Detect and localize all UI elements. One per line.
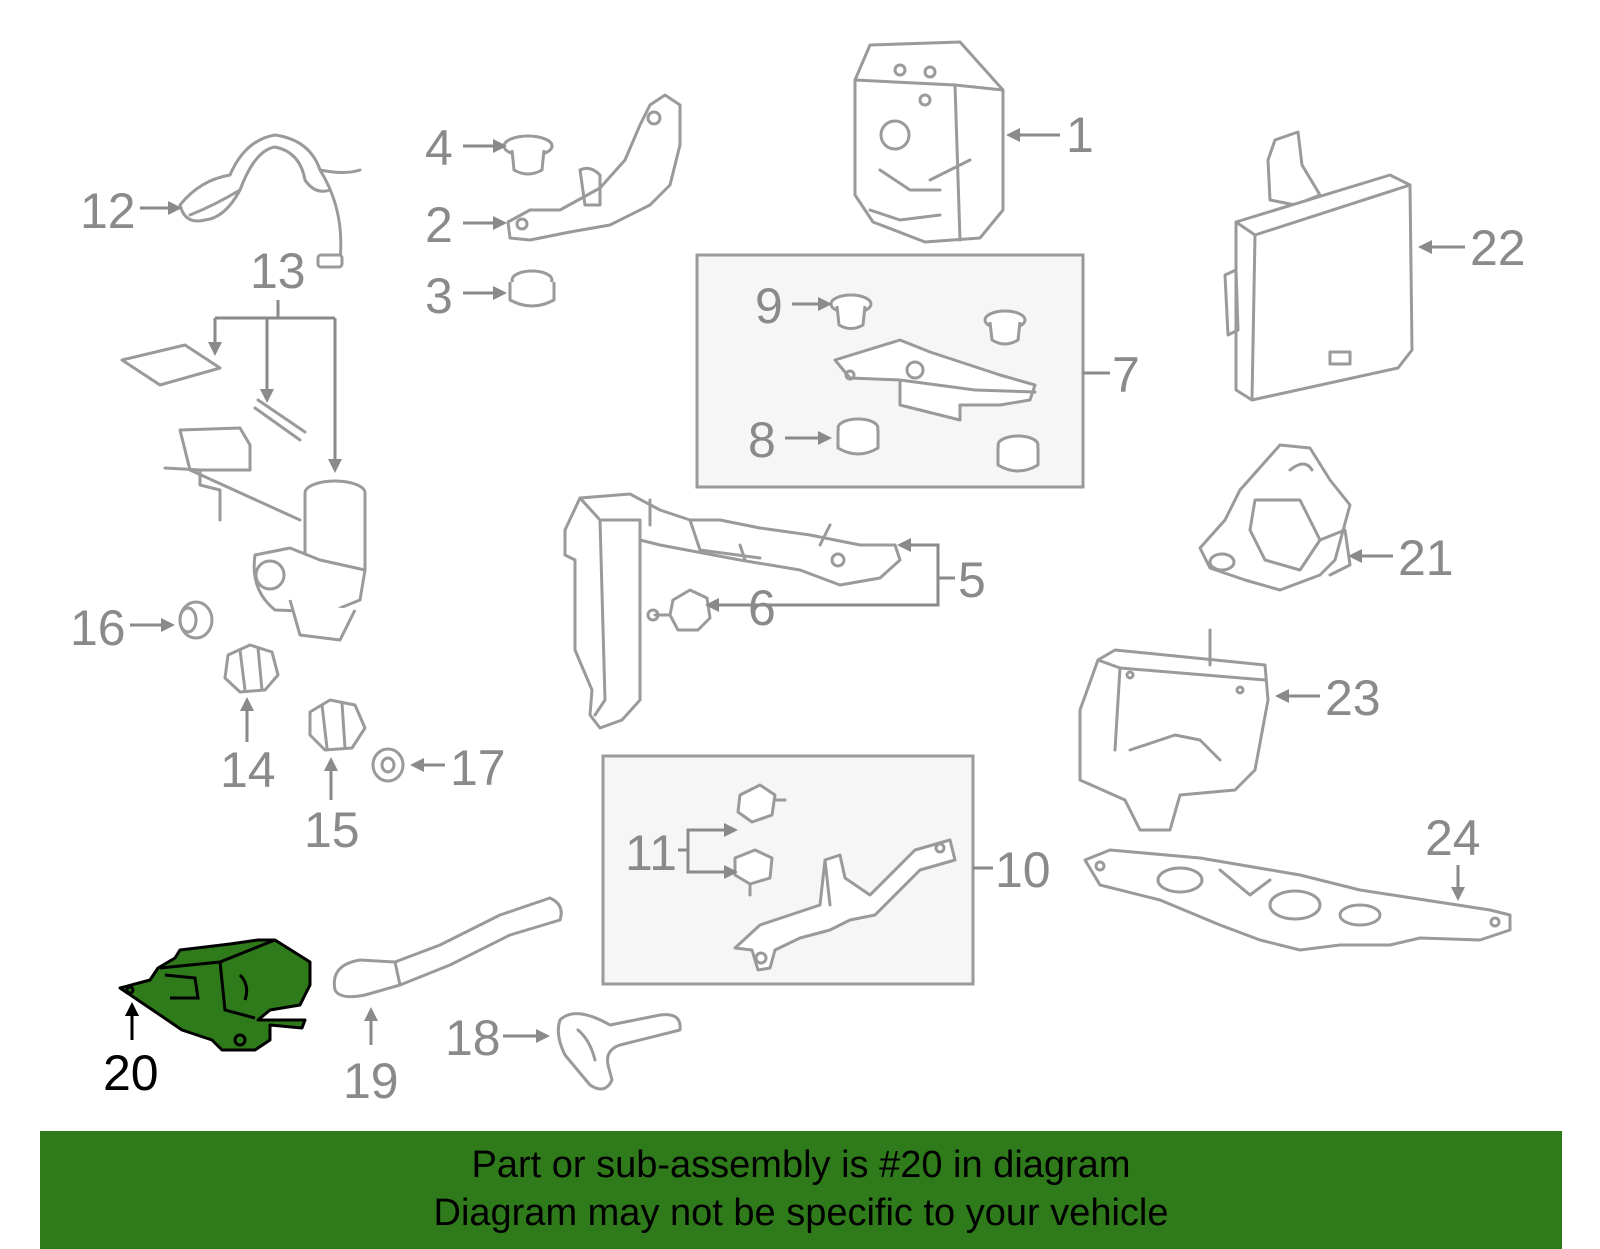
- arrow-11a: [724, 823, 738, 837]
- callout-20: 20: [103, 1045, 159, 1101]
- callout-21: 21: [1398, 530, 1454, 586]
- arrow-18: [536, 1029, 550, 1043]
- part-11-clips[interactable]: [733, 783, 787, 897]
- arrow-17: [410, 758, 424, 772]
- arrow-13a: [208, 342, 222, 356]
- arrow-12: [168, 201, 182, 215]
- arrow-11b: [724, 865, 738, 879]
- callout-2: 2: [425, 197, 453, 253]
- arrow-20: [125, 1002, 139, 1016]
- info-banner: Part or sub-assembly is #20 in diagram D…: [40, 1131, 1562, 1249]
- part-6-clip[interactable]: [646, 588, 712, 632]
- callout-5: 5: [958, 552, 986, 608]
- callout-8: 8: [748, 412, 776, 468]
- arrow-4: [493, 139, 507, 153]
- arrow-6: [705, 598, 719, 612]
- part-23-module[interactable]: [1078, 628, 1270, 832]
- banner-line-1: Part or sub-assembly is #20 in diagram: [471, 1144, 1131, 1186]
- arrow-16: [161, 618, 175, 632]
- callout-17: 17: [450, 740, 506, 796]
- callout-24: 24: [1425, 810, 1481, 866]
- callout-15: 15: [304, 802, 360, 858]
- part-18-hose[interactable]: [556, 1012, 682, 1091]
- arrow-14: [240, 697, 254, 711]
- arrow-21: [1348, 549, 1362, 563]
- arrow-13b: [260, 389, 274, 403]
- callout-18: 18: [445, 1010, 501, 1066]
- arrow-1: [1006, 128, 1020, 142]
- callout-7: 7: [1112, 347, 1140, 403]
- arrow-24: [1451, 887, 1465, 901]
- part-9-plug[interactable]: [829, 293, 873, 330]
- arrow-3: [493, 286, 507, 300]
- callout-12: 12: [80, 183, 136, 239]
- callout-10: 10: [995, 842, 1051, 898]
- arrow-23: [1275, 689, 1289, 703]
- part-20-highlighted[interactable]: [118, 938, 312, 1052]
- arrow-22: [1418, 240, 1432, 254]
- callout-3: 3: [425, 268, 453, 324]
- part-14-damper[interactable]: [223, 643, 280, 694]
- arrow-5: [897, 538, 911, 552]
- part-5-bracket[interactable]: [563, 492, 902, 730]
- part-10-bracket[interactable]: [733, 838, 957, 972]
- part-19-hose[interactable]: [332, 896, 563, 999]
- callout-13: 13: [250, 243, 306, 299]
- callout-14: 14: [220, 742, 276, 798]
- leader-13: [213, 300, 337, 465]
- arrow-2: [493, 216, 507, 230]
- part-1-abs-actuator[interactable]: [853, 40, 1005, 244]
- part-17-grommet[interactable]: [371, 747, 405, 783]
- arrow-9: [818, 297, 832, 311]
- part-16-grommet[interactable]: [178, 600, 214, 640]
- banner-line-2: Diagram may not be specific to your vehi…: [433, 1192, 1169, 1234]
- callout-19: 19: [343, 1053, 399, 1109]
- part-7-bracket-kit[interactable]: [833, 309, 1040, 473]
- part-3-grommet[interactable]: [508, 269, 556, 308]
- part-21-sensor[interactable]: [1198, 443, 1352, 592]
- callout-16: 16: [70, 600, 126, 656]
- callout-4: 4: [425, 120, 453, 176]
- part-8-grommet[interactable]: [836, 417, 880, 456]
- callout-1: 1: [1066, 107, 1094, 163]
- arrow-19: [364, 1007, 378, 1021]
- leader-5: [712, 543, 955, 607]
- part-22-ecu[interactable]: [1223, 130, 1414, 402]
- part-24-plate[interactable]: [1083, 848, 1512, 952]
- arrow-15: [324, 757, 338, 771]
- callout-6: 6: [748, 580, 776, 636]
- arrow-8: [818, 431, 832, 445]
- leader-11: [678, 828, 730, 874]
- callout-9: 9: [755, 278, 783, 334]
- part-2-bracket[interactable]: [506, 93, 682, 242]
- callout-11: 11: [625, 825, 677, 881]
- part-15-damper[interactable]: [308, 698, 367, 752]
- part-4-plug[interactable]: [502, 134, 554, 176]
- part-12-hose[interactable]: [178, 133, 362, 269]
- callout-23: 23: [1325, 670, 1381, 726]
- callout-22: 22: [1470, 220, 1526, 276]
- part-13-pump-assembly[interactable]: [120, 343, 367, 642]
- arrow-13c: [328, 459, 342, 473]
